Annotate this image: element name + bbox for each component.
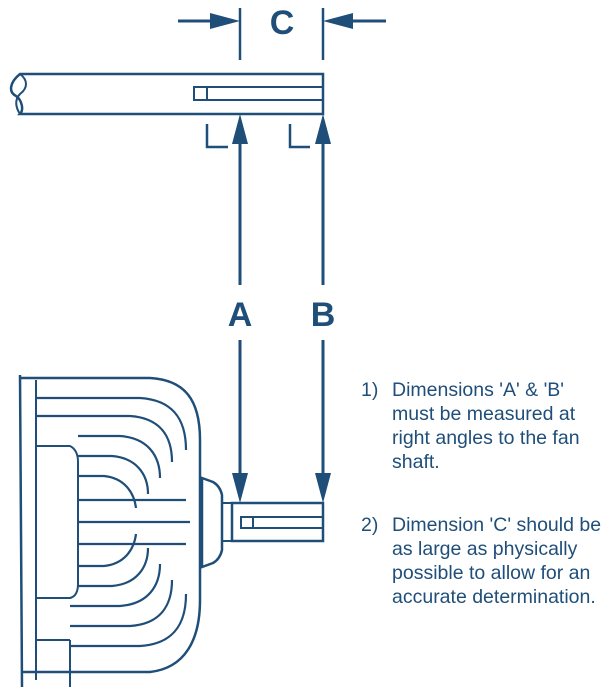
motor-bearing-hub: [200, 476, 224, 569]
motor-fin: [78, 454, 150, 495]
note-2: 2) Dimension 'C' should be as large as p…: [361, 513, 606, 609]
fan-shaft-break: [15, 73, 27, 115]
motor-fin: [78, 547, 150, 588]
motor-shaft-outline: [230, 501, 325, 543]
fan-shaft-outline: [9, 72, 325, 116]
note-1-text: Dimensions 'A' & 'B' must be measured at…: [392, 379, 580, 473]
motor-shaft-keyway: [240, 516, 324, 529]
motor-fin: [78, 434, 162, 479]
motor-fin: [78, 474, 138, 509]
dim-a-arrow-bottom: [232, 473, 248, 503]
dim-c-arrow-left: [210, 13, 240, 29]
dim-b-arrow-bottom: [315, 473, 331, 503]
dim-a-label: A: [228, 296, 253, 334]
dim-c-label: C: [270, 4, 295, 42]
motor-fin: [70, 579, 174, 628]
measure-bracket-left: [205, 124, 228, 149]
dimension-a: A: [228, 114, 253, 503]
motor-shaft: [230, 501, 325, 543]
motor-fin: [36, 396, 188, 451]
measure-bracket-right: [288, 124, 310, 149]
dim-a-arrow-top: [232, 114, 248, 144]
note-2-text: Dimension 'C' should be as large as phys…: [392, 514, 602, 608]
dimension-c: C: [178, 4, 386, 60]
dim-b-arrow-top: [315, 114, 331, 144]
motor-housing-outline: [18, 374, 202, 687]
note-1: 1) Dimensions 'A' & 'B' must be measured…: [361, 378, 606, 474]
dim-b-label: B: [311, 296, 336, 334]
note-1-number: 1): [361, 379, 379, 401]
motor-fin: [78, 533, 138, 568]
fan-shaft: [9, 72, 325, 149]
fan-shaft-keyway: [193, 86, 324, 101]
motor-fin: [70, 593, 188, 648]
dimension-b: B: [311, 114, 336, 503]
motor-fin: [36, 414, 174, 463]
motor-fin: [70, 563, 162, 608]
motor-terminal-box: [36, 445, 79, 599]
dim-c-arrow-right: [323, 13, 353, 29]
note-2-number: 2): [361, 514, 379, 536]
motor: [18, 374, 232, 687]
